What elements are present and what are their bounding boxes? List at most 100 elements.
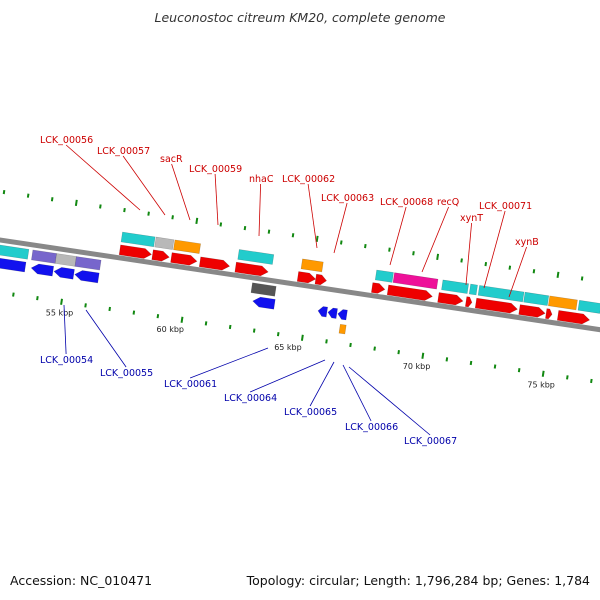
callout-leader-upper xyxy=(307,183,318,249)
gene-label-upper: LCK_00071 xyxy=(479,201,532,212)
tick-label: 60 kbp xyxy=(156,325,184,334)
forward-cds-arrow xyxy=(464,296,473,308)
tick-mark-lower xyxy=(445,357,449,362)
accession-text: Accession: NC_010471 xyxy=(10,573,152,588)
gene-label-upper: recQ xyxy=(437,197,459,208)
tick-mark-upper xyxy=(484,261,488,267)
tick-mark-lower xyxy=(373,346,376,351)
callout-leader-upper xyxy=(214,173,219,226)
tick-mark-upper xyxy=(2,189,6,195)
tick-mark-lower xyxy=(132,310,136,315)
tick-mark-lower xyxy=(36,296,39,301)
callout-leader-upper xyxy=(65,144,141,211)
tick-mark-lower xyxy=(349,342,352,348)
tick-mark-lower xyxy=(156,314,160,319)
gene-label-lower: LCK_00055 xyxy=(100,368,153,379)
forward-gene-box xyxy=(548,295,578,311)
callout-leader-upper xyxy=(483,210,506,289)
callout-leader-upper xyxy=(508,246,527,298)
tick-mark-lower xyxy=(180,316,184,323)
forward-gene-box xyxy=(477,285,525,303)
callout-leader-lower xyxy=(348,366,431,436)
forward-gene-box xyxy=(173,239,201,254)
reverse-cds-arrow xyxy=(327,307,338,319)
tick-mark-lower xyxy=(204,321,208,326)
tick-mark-lower xyxy=(541,370,545,377)
tick-label: 65 kbp xyxy=(274,343,302,352)
gene-label-upper: xynB xyxy=(515,237,539,248)
forward-gene-box xyxy=(523,291,550,306)
tick-mark-upper xyxy=(436,253,440,260)
callout-leader-upper xyxy=(171,163,191,221)
reverse-cds-arrow xyxy=(252,296,276,310)
callout-leader-lower xyxy=(63,304,67,355)
forward-gene-box xyxy=(392,272,439,290)
forward-cds-arrow xyxy=(234,261,269,277)
callout-leader-lower xyxy=(249,359,326,393)
tick-mark-upper xyxy=(195,217,199,224)
gene-label-upper: LCK_00057 xyxy=(97,146,150,157)
callout-leader-upper xyxy=(258,183,261,237)
reverse-cds-arrow xyxy=(0,257,27,273)
tick-mark-lower xyxy=(12,292,15,297)
forward-cds-arrow xyxy=(386,284,433,301)
callout-leader-lower xyxy=(309,361,335,407)
forward-cds-arrow xyxy=(314,273,327,286)
forward-cds-arrow xyxy=(437,292,464,306)
callout-leader-lower xyxy=(85,309,127,368)
forward-gene-box xyxy=(120,231,156,248)
tick-mark-lower xyxy=(276,332,280,337)
tick-mark-lower xyxy=(397,350,400,355)
tick-mark-lower xyxy=(60,298,63,305)
reverse-cds-arrow xyxy=(30,263,54,277)
tick-label: 75 kbp xyxy=(527,381,555,390)
gene-label-upper: xynT xyxy=(460,213,483,224)
gene-label-upper: nhaC xyxy=(249,174,274,185)
reverse-gene-box xyxy=(250,282,277,297)
gene-label-lower: LCK_00065 xyxy=(284,407,337,418)
forward-cds-arrow xyxy=(170,252,198,266)
tick-mark-upper xyxy=(460,258,463,263)
callout-leader-upper xyxy=(465,222,472,286)
tick-mark-lower xyxy=(566,375,569,380)
tick-mark-lower xyxy=(108,306,111,312)
tick-mark-lower xyxy=(300,334,304,341)
tick-mark-upper xyxy=(123,207,126,213)
tick-mark-upper xyxy=(580,276,584,281)
forward-gene-box xyxy=(374,269,394,283)
reverse-cds-arrow xyxy=(53,267,75,280)
tick-mark-upper xyxy=(315,235,319,242)
topology-text: Topology: circular; Length: 1,796,284 bp… xyxy=(246,573,590,588)
forward-cds-arrow xyxy=(296,271,317,284)
callout-leader-upper xyxy=(389,206,407,266)
reverse-gene-box xyxy=(0,243,30,260)
tick-label-group: 70 kbp xyxy=(403,362,431,371)
forward-cds-arrow xyxy=(371,282,386,294)
tick-mark-upper xyxy=(74,199,78,206)
gene-label-upper: LCK_00068 xyxy=(380,197,433,208)
callout-leader-upper xyxy=(122,155,166,216)
tick-mark-lower xyxy=(252,328,256,333)
tick-mark-upper xyxy=(339,240,343,245)
feature-layer xyxy=(0,231,600,335)
map-title: Leuconostoc citreum KM20, complete genom… xyxy=(155,10,446,25)
tick-mark-upper xyxy=(532,269,536,274)
reverse-cds-arrow xyxy=(317,306,328,318)
forward-gene-box xyxy=(154,236,175,250)
gene-label-upper: sacR xyxy=(160,154,183,165)
reverse-cds-arrow xyxy=(337,309,348,321)
callout-leader-lower xyxy=(342,364,372,422)
tick-mark-upper xyxy=(50,197,54,202)
forward-cds-arrow xyxy=(545,308,553,320)
forward-gene-box xyxy=(300,258,324,273)
forward-cds-arrow xyxy=(118,244,152,259)
tick-mark-lower xyxy=(469,360,473,366)
genome-backbone xyxy=(0,234,600,338)
tick-mark-upper xyxy=(147,211,150,216)
callout-leader-lower xyxy=(189,347,269,379)
tick-mark-upper xyxy=(99,204,102,209)
tick-mark-upper xyxy=(26,193,30,198)
tick-mark-lower xyxy=(493,364,497,369)
